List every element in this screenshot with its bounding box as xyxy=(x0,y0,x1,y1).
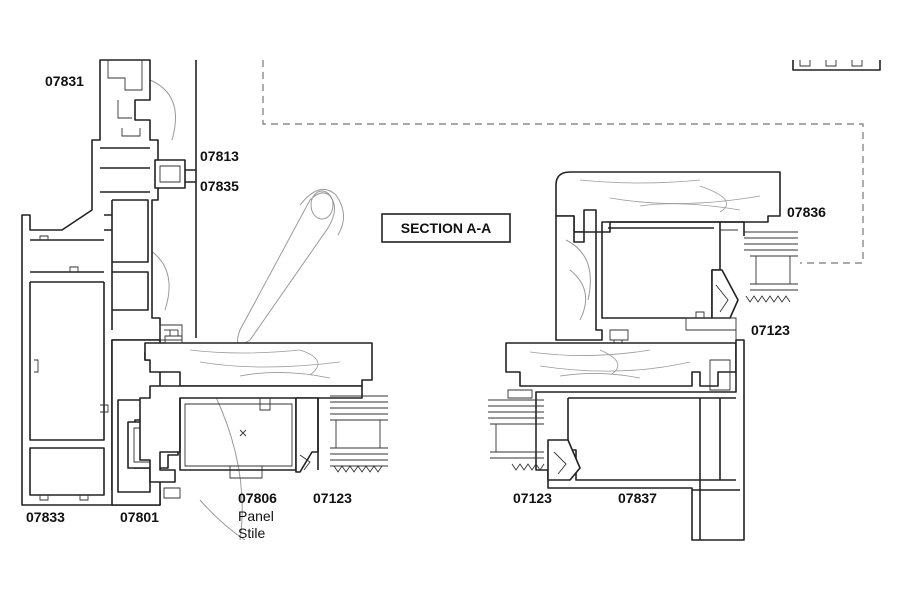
left-glazing-unit xyxy=(330,395,388,473)
panel-stile-07806 xyxy=(139,385,363,483)
right-upper-glazing-unit xyxy=(744,231,798,303)
label-07836: 07836 xyxy=(787,204,826,220)
left-panel-board xyxy=(144,330,373,387)
label-07813: 07813 xyxy=(200,148,239,164)
label-07123-left: 07123 xyxy=(313,490,352,506)
section-title: SECTION A-A xyxy=(401,220,491,236)
label-07806: 07806 xyxy=(238,490,277,506)
label-07833: 07833 xyxy=(26,509,65,525)
label-07123-right-top: 07123 xyxy=(751,322,790,338)
right-lower-frame-07837 xyxy=(535,339,745,541)
right-frame-assembly xyxy=(555,171,781,346)
part-labels: 07831 07813 07835 07833 07801 07806 Pane… xyxy=(26,73,826,541)
section-title-box: SECTION A-A xyxy=(381,213,511,243)
dashed-outline xyxy=(262,60,864,264)
label-stile: Stile xyxy=(238,525,265,541)
right-lower-glazing-unit xyxy=(488,399,545,471)
label-07835: 07835 xyxy=(200,178,239,194)
label-07801: 07801 xyxy=(120,509,159,525)
label-panel: Panel xyxy=(238,508,274,524)
label-07837: 07837 xyxy=(618,490,657,506)
label-07123-right-bottom: 07123 xyxy=(513,490,552,506)
label-07831: 07831 xyxy=(45,73,84,89)
small-profile-top-right xyxy=(792,60,881,71)
